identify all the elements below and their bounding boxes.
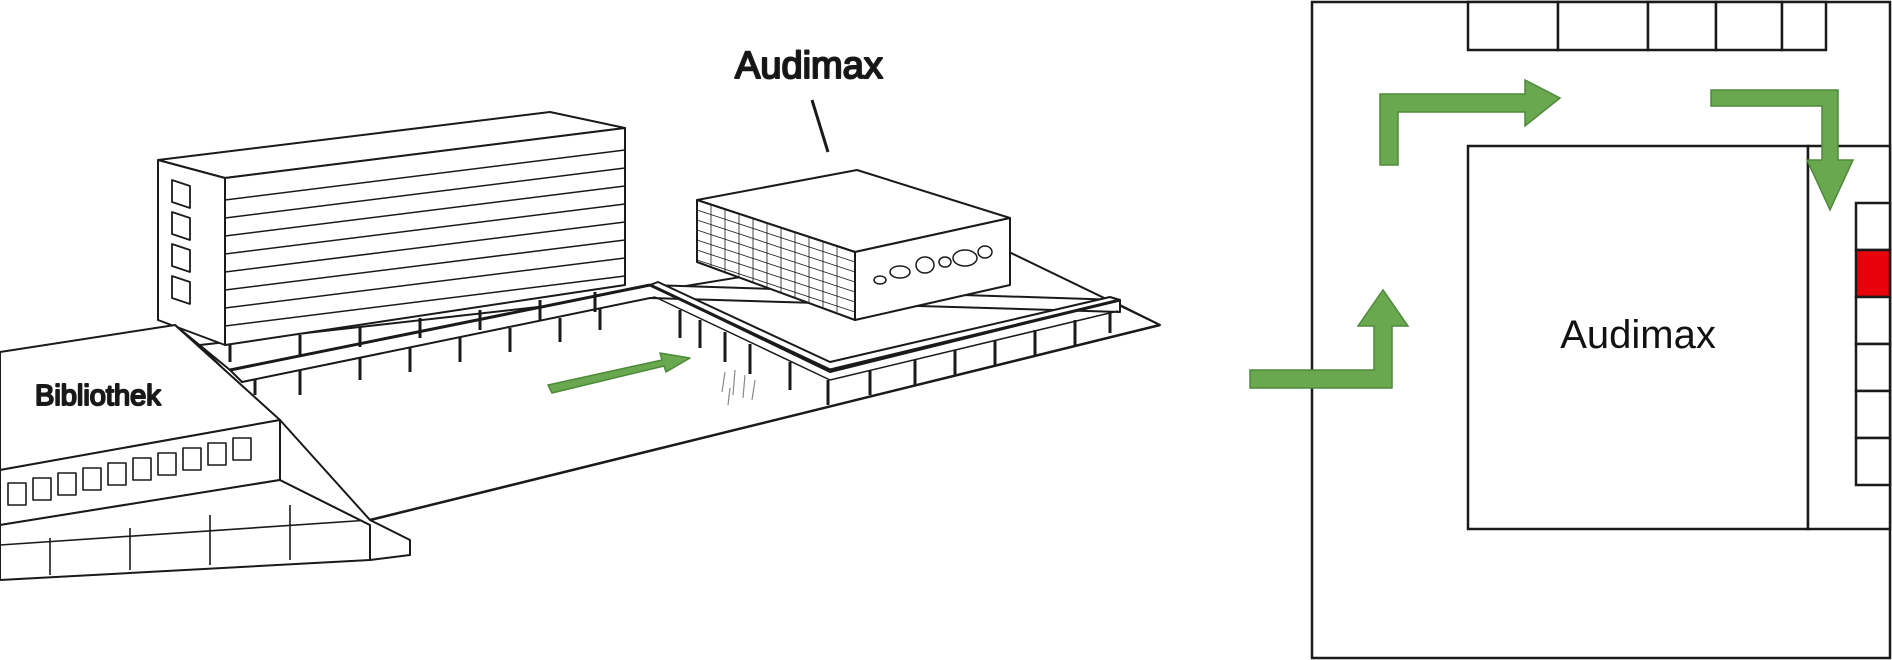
floorplan-audimax-label: Audimax bbox=[1560, 313, 1716, 357]
audimax-building bbox=[696, 99, 1011, 321]
highlighted-cell bbox=[1854, 248, 1892, 299]
arrow-icon bbox=[547, 352, 691, 394]
arrow-icon bbox=[1710, 89, 1855, 212]
tall-building bbox=[157, 111, 626, 362]
colonnade bbox=[229, 281, 1121, 406]
floor-plan: Audimax bbox=[1249, 0, 1892, 660]
route-arrows bbox=[1249, 78, 1855, 389]
audimax-label: Audimax bbox=[735, 45, 883, 87]
arrow-icon bbox=[1249, 288, 1410, 389]
top-cells bbox=[1466, 0, 1828, 52]
bibliothek-building bbox=[0, 324, 411, 581]
side-cells bbox=[1854, 201, 1892, 487]
bibliothek-label: Bibliothek bbox=[35, 380, 161, 412]
audimax-hall bbox=[1466, 144, 1810, 531]
arrow-icon bbox=[1379, 78, 1562, 166]
perspective-view: Audimax Bibliothek bbox=[0, 44, 1161, 581]
